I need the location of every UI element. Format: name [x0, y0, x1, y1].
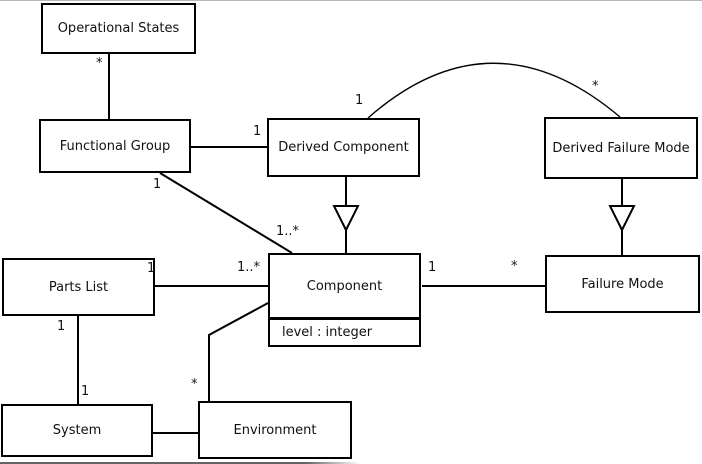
multiplicity-dc-dfm-one: 1 — [355, 93, 364, 108]
edge-component-environment[interactable] — [208, 302, 269, 401]
multiplicity-fg-dc-one: 1 — [253, 124, 262, 139]
class-attribute-label: level : integer — [282, 324, 373, 340]
class-name-label: Functional Group — [59, 138, 171, 154]
class-name-label: Environment — [233, 422, 317, 438]
class-name-label: Derived Component — [278, 140, 409, 155]
multiplicity-pl-comp-many: 1..* — [237, 260, 261, 275]
window-edge — [0, 462, 360, 464]
class-name-label: Operational States — [57, 21, 180, 36]
multiplicity-comp-fm-star: * — [511, 259, 518, 274]
class-title-compartment: Component — [270, 255, 419, 317]
multiplicity-fg-comp-one: 1 — [153, 177, 162, 192]
multiplicity-pl-sys-one-bottom: 1 — [81, 384, 90, 399]
class-derived-component[interactable]: Derived Component — [267, 118, 420, 177]
multiplicity-fg-comp-many: 1..* — [276, 224, 300, 239]
multiplicity-opstates-star: * — [96, 56, 103, 71]
class-name-label: System — [52, 423, 102, 438]
class-system[interactable]: System — [1, 404, 153, 457]
class-derived-failure-mode[interactable]: Derived Failure Mode — [544, 117, 698, 179]
generalization-arrow-icon — [608, 205, 636, 233]
class-component[interactable]: Component level : integer — [268, 253, 421, 347]
class-environment[interactable]: Environment — [198, 401, 352, 459]
multiplicity-comp-fm-one: 1 — [428, 260, 437, 275]
edge-derivedcomponent-derivedfailuremode[interactable] — [367, 62, 621, 119]
multiplicity-comp-env-star: * — [191, 377, 198, 392]
class-operational-states[interactable]: Operational States — [41, 3, 196, 54]
edge-functionalgroup-component[interactable] — [159, 172, 293, 254]
class-name-label: Failure Mode — [581, 276, 664, 292]
multiplicity-dc-dfm-star: * — [592, 79, 599, 94]
class-attribute-compartment: level : integer — [270, 317, 419, 344]
generalization-arrow-icon — [332, 205, 360, 233]
multiplicity-pl-comp-one: 1 — [147, 261, 156, 276]
class-name-label: Component — [306, 278, 383, 294]
class-failure-mode[interactable]: Failure Mode — [545, 255, 700, 313]
class-name-label: Parts List — [48, 279, 109, 295]
class-parts-list[interactable]: Parts List — [2, 258, 155, 316]
multiplicity-pl-sys-one-top: 1 — [57, 319, 66, 334]
class-name-label: Derived Failure Mode — [552, 140, 690, 156]
class-functional-group[interactable]: Functional Group — [39, 119, 191, 173]
